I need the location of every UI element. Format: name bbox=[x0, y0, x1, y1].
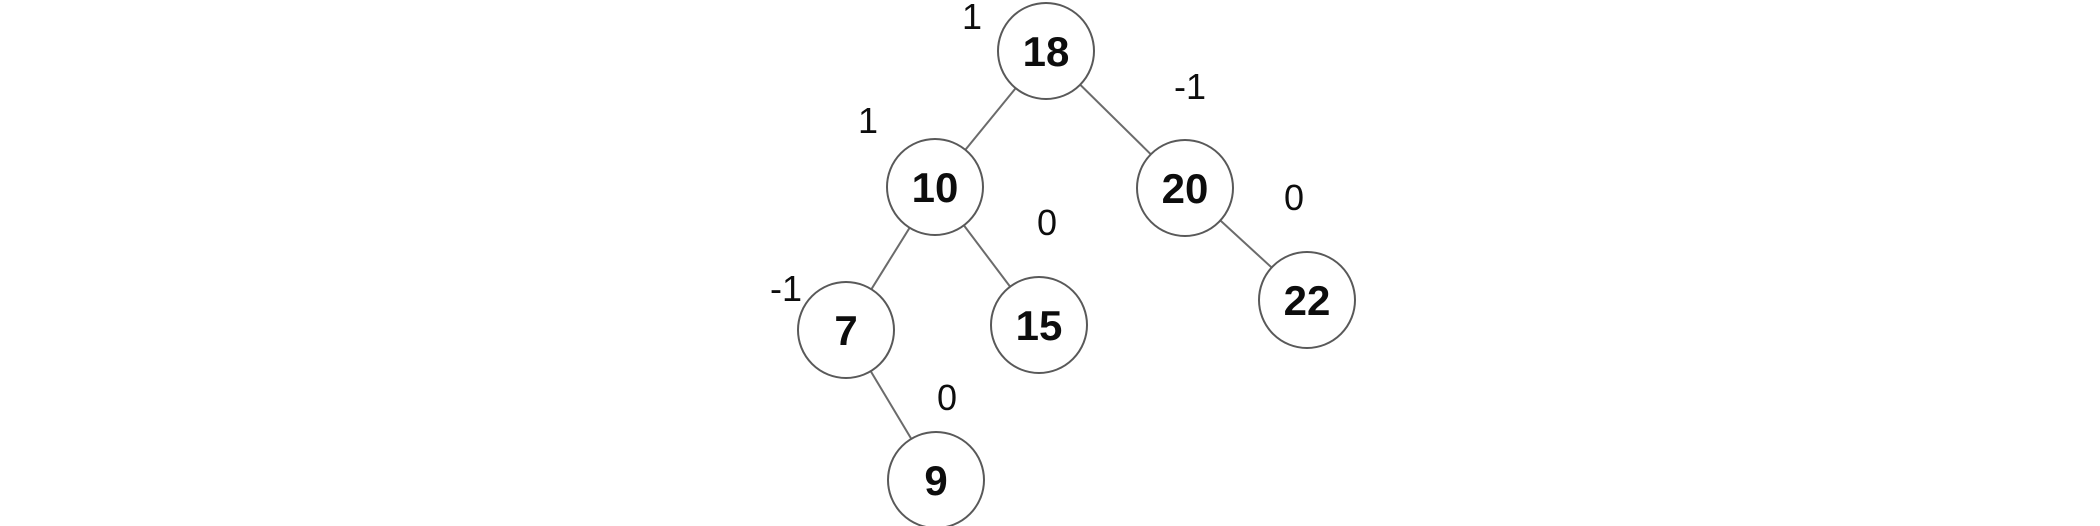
tree-node-circle-10 bbox=[886, 138, 984, 236]
balance-factor-label-22: 0 bbox=[1284, 177, 1304, 218]
tree-node-18: 18 bbox=[997, 2, 1095, 100]
tree-node-10: 10 bbox=[886, 138, 984, 236]
tree-node-circle-20 bbox=[1136, 139, 1234, 237]
balance-factor-label-20: -1 bbox=[1174, 66, 1206, 107]
tree-node-15: 15 bbox=[990, 276, 1088, 374]
tree-node-value-9: 9 bbox=[924, 457, 947, 504]
tree-node-value-22: 22 bbox=[1284, 277, 1331, 324]
tree-node-value-10: 10 bbox=[912, 164, 959, 211]
tree-node-circle-9 bbox=[887, 431, 985, 526]
tree-node-7: 7 bbox=[797, 281, 895, 379]
balance-factor-label-15: 0 bbox=[1037, 202, 1057, 243]
tree-node-circle-7 bbox=[797, 281, 895, 379]
tree-node-circle-22 bbox=[1258, 251, 1356, 349]
tree-node-value-18: 18 bbox=[1023, 28, 1070, 75]
tree-node-9: 9 bbox=[887, 431, 985, 526]
balance-factor-label-7: -1 bbox=[770, 268, 802, 309]
balance-factor-label-18: 1 bbox=[962, 0, 982, 37]
tree-node-value-7: 7 bbox=[834, 307, 857, 354]
tree-node-22: 22 bbox=[1258, 251, 1356, 349]
balance-factor-label-10: 1 bbox=[858, 100, 878, 141]
tree-node-circle-18 bbox=[997, 2, 1095, 100]
balance-factor-label-9: 0 bbox=[937, 377, 957, 418]
tree-node-value-20: 20 bbox=[1162, 165, 1209, 212]
tree-node-circle-15 bbox=[990, 276, 1088, 374]
tree-node-value-15: 15 bbox=[1016, 302, 1063, 349]
tree-node-20: 20 bbox=[1136, 139, 1234, 237]
